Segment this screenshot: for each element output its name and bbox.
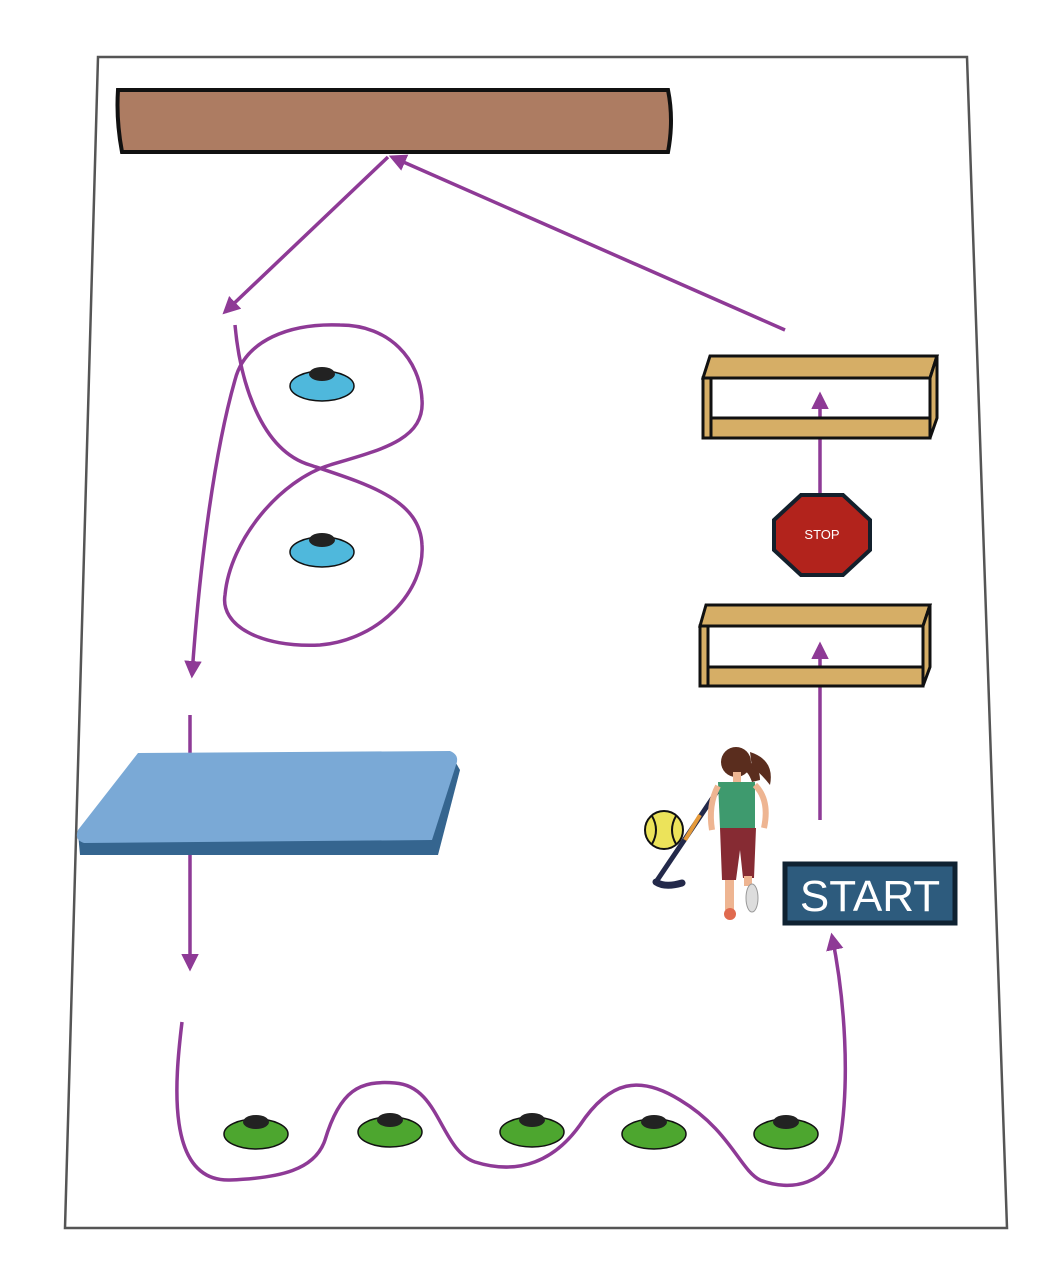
mat <box>76 751 460 855</box>
start-box: START <box>782 861 958 926</box>
arrow-hurdle-to-bench <box>388 154 786 332</box>
arrow-bench-to-cones <box>222 155 390 315</box>
stop-sign: STOP <box>772 493 872 577</box>
start-label: START <box>800 872 940 921</box>
hurdle-bottom <box>698 603 933 688</box>
path-arrows <box>175 154 848 1188</box>
hurdle-top <box>700 354 940 440</box>
slalom-path <box>175 932 848 1188</box>
player-with-hockey-stick-icon <box>652 747 771 920</box>
field-boundary <box>63 55 1009 1230</box>
stop-label: STOP <box>804 527 839 542</box>
bench <box>115 88 673 154</box>
figure-eight-path <box>184 323 424 679</box>
ball-icon <box>644 810 684 850</box>
